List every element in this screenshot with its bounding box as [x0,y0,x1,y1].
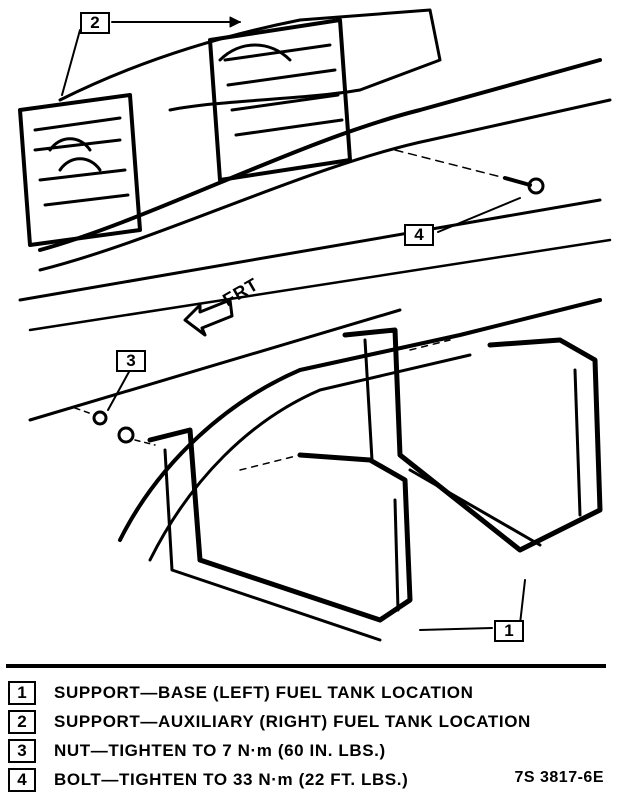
callout-3: 3 [116,350,146,372]
frame-crossmember [18,198,602,302]
legend-number: 3 [8,739,36,763]
frt-arrow [183,298,234,337]
legend-item: 3 NUT—TIGHTEN TO 7 N·m (60 IN. LBS.) [8,738,618,764]
base-support-front [147,427,413,623]
fuel-tank-support-drawing [18,8,612,642]
figure-code: 7S 3817-6E [514,769,604,786]
callout-4: 4 [404,224,434,246]
legend-text: SUPPORT—BASE (LEFT) FUEL TANK LOCATION [54,683,474,702]
callout-3-leader [107,369,131,411]
legend-number: 1 [8,681,36,705]
callout-2-leader [61,21,241,96]
legend-item: 4 BOLT—TIGHTEN TO 33 N·m (22 FT. LBS.) 7… [8,767,618,793]
legend-number: 2 [8,710,36,734]
legend-text: BOLT—TIGHTEN TO 33 N·m (22 FT. LBS.) [54,770,409,789]
legend-item: 2 SUPPORT—AUXILIARY (RIGHT) FUEL TANK LO… [8,709,618,735]
lower-frame-rail [118,298,602,542]
upper-frame-rail [38,58,602,252]
base-support-rear [342,327,603,553]
legend-number: 4 [8,768,36,792]
legend-text: NUT—TIGHTEN TO 7 N·m (60 IN. LBS.) [54,741,386,760]
callout-1: 1 [494,620,524,642]
upper-tank-outline [58,8,442,112]
upper-frame-rail-lower [38,98,612,272]
legend-divider [6,664,606,668]
aux-support-right [208,18,352,182]
callout-1-leader [419,579,526,631]
callout-2: 2 [80,12,110,34]
callout-4-leader [437,197,521,233]
legend-item: 1 SUPPORT—BASE (LEFT) FUEL TANK LOCATION [8,680,618,706]
nut [92,410,108,426]
bolt [503,176,532,187]
legend: 1 SUPPORT—BASE (LEFT) FUEL TANK LOCATION… [8,680,618,796]
legend-text: SUPPORT—AUXILIARY (RIGHT) FUEL TANK LOCA… [54,712,531,731]
aux-support-left [18,93,142,247]
